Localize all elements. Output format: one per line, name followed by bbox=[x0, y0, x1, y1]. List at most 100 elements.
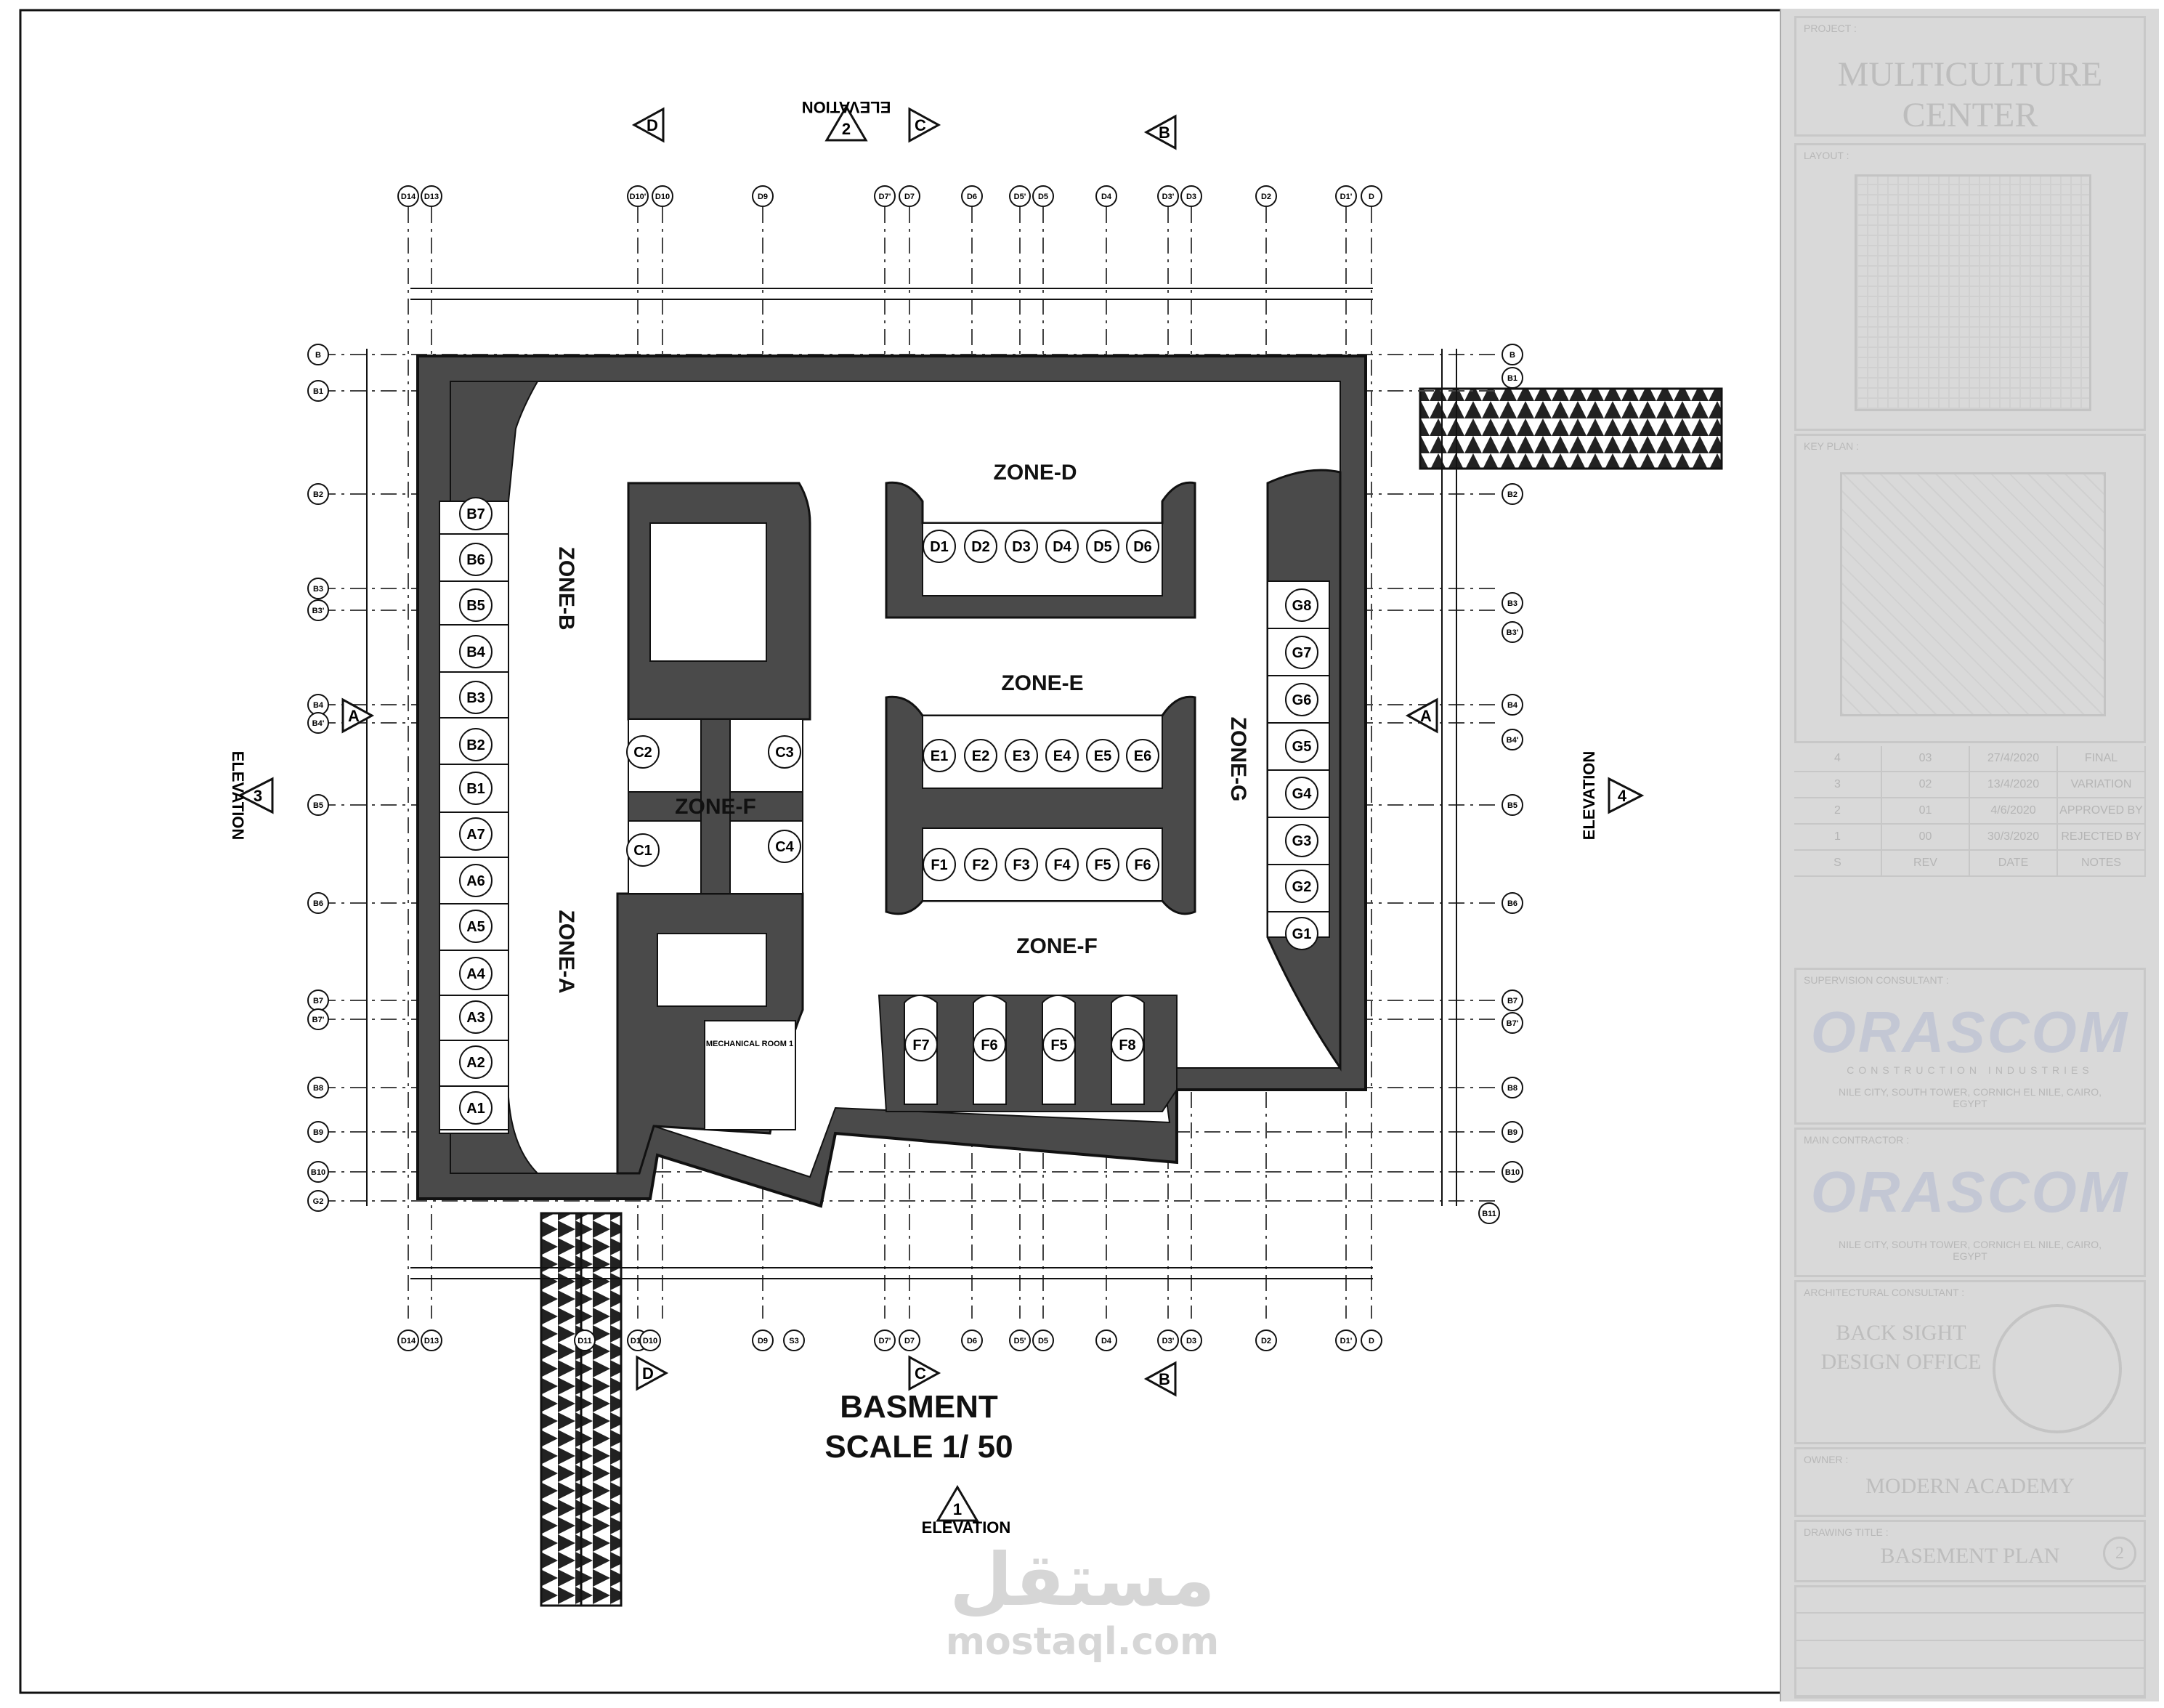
svg-text:D9: D9 bbox=[758, 193, 768, 201]
svg-text:A: A bbox=[348, 707, 360, 725]
svg-text:B4: B4 bbox=[1507, 701, 1518, 710]
parking-bay-b1: B1 bbox=[459, 772, 493, 805]
grid-bubble-left: B6 bbox=[307, 892, 329, 914]
consultant-sub: CONSTRUCTION INDUSTRIES bbox=[1847, 1064, 2094, 1076]
sheet-number: 2 bbox=[2103, 1537, 2136, 1570]
grid-bubble-left: B10 bbox=[307, 1161, 329, 1183]
svg-text:D3': D3' bbox=[1162, 193, 1175, 201]
svg-text:D3: D3 bbox=[1012, 539, 1031, 555]
revision-cell: VARIATION bbox=[2058, 772, 2146, 797]
grid-bubble-left: B bbox=[307, 344, 329, 365]
drawing-title-value: BASEMENT PLAN bbox=[1880, 1544, 2060, 1568]
revision-cell: 02 bbox=[1882, 772, 1970, 797]
grid-bubble-bottom: D9 bbox=[752, 1329, 774, 1351]
contractor-label: MAIN CONTRACTOR : bbox=[1804, 1134, 1910, 1146]
parking-bay-f3: F3 bbox=[1005, 848, 1038, 881]
svg-text:F5: F5 bbox=[1050, 1037, 1067, 1053]
grid-bubble-left: B9 bbox=[307, 1121, 329, 1143]
elevation-label-bottom: ELEVATION bbox=[922, 1518, 1011, 1537]
grid-bubble-bottom: D7' bbox=[874, 1329, 896, 1351]
svg-text:D3': D3' bbox=[1162, 1337, 1175, 1345]
mechanical-room-label: MECHANICAL ROOM 1 bbox=[706, 1040, 793, 1048]
parking-bay-b7: B7 bbox=[459, 497, 493, 530]
parking-bay-g2: G2 bbox=[1285, 870, 1318, 903]
svg-text:B: B bbox=[1159, 1370, 1170, 1388]
key-plan-label: KEY PLAN : bbox=[1804, 440, 1860, 452]
parking-bay-d6: D6 bbox=[1126, 530, 1159, 563]
svg-text:D4: D4 bbox=[1101, 1337, 1112, 1345]
svg-text:B4: B4 bbox=[313, 701, 324, 710]
svg-text:D7': D7' bbox=[879, 193, 891, 201]
svg-text:D1': D1' bbox=[1340, 193, 1353, 201]
svg-text:B6: B6 bbox=[466, 552, 485, 568]
parking-bay-b6: B6 bbox=[459, 543, 493, 576]
elevation-number-3: 3 bbox=[254, 787, 262, 805]
revision-cell: 13/4/2020 bbox=[1970, 772, 2058, 797]
parking-bay-a6: A6 bbox=[459, 864, 493, 897]
revision-cell: 30/3/2020 bbox=[1970, 825, 2058, 849]
supervision-label: SUPERVISION CONSULTANT : bbox=[1804, 974, 1949, 986]
revision-cell: 1 bbox=[1794, 825, 1882, 849]
grid-bubble-right: B7' bbox=[1502, 1012, 1523, 1034]
svg-text:B6: B6 bbox=[313, 899, 323, 908]
parking-bay-f4: F4 bbox=[1045, 848, 1079, 881]
watermark-arabic: مستقل bbox=[949, 1537, 1215, 1622]
zone-b-label: ZONE-B bbox=[554, 547, 578, 631]
grid-bubble-bottom: D bbox=[1361, 1329, 1382, 1351]
parking-bay-b5: B5 bbox=[459, 588, 493, 622]
svg-text:B9: B9 bbox=[1507, 1128, 1517, 1137]
revision-cell: APPROVED BY bbox=[2058, 798, 2146, 823]
grid-bubble-right: B2 bbox=[1502, 483, 1523, 505]
consultant-logo: ORASCOM bbox=[1810, 1000, 2130, 1064]
parking-bay-b2: B2 bbox=[459, 728, 493, 761]
grid-bubble-right: B5 bbox=[1502, 794, 1523, 816]
section-mark-c: C bbox=[908, 107, 941, 143]
elevation-label-right: ELEVATION bbox=[1580, 751, 1598, 841]
elevation-label-top: ELEVATION bbox=[802, 98, 891, 116]
svg-text:E2: E2 bbox=[972, 748, 989, 764]
parking-bay-a2: A2 bbox=[459, 1045, 493, 1079]
parking-bay-a1: A1 bbox=[459, 1091, 493, 1125]
svg-text:D5: D5 bbox=[1038, 1337, 1048, 1345]
svg-text:F5: F5 bbox=[1094, 857, 1111, 873]
grid-bubble-right: B8 bbox=[1502, 1077, 1523, 1098]
grid-bubble-bottom: D2 bbox=[1255, 1329, 1277, 1351]
parking-bay-d5: D5 bbox=[1086, 530, 1119, 563]
architect-seal bbox=[1993, 1304, 2122, 1433]
parking-bay-d2: D2 bbox=[964, 530, 997, 563]
elevation-number-4: 4 bbox=[1618, 787, 1627, 805]
svg-text:G3: G3 bbox=[1292, 833, 1312, 849]
elevation-marker-3: 3 bbox=[237, 777, 274, 814]
architect-name: BACK SIGHT DESIGN OFFICE bbox=[1820, 1321, 1982, 1374]
section-mark-b: B bbox=[1143, 114, 1177, 150]
parking-bay-b4: B4 bbox=[459, 635, 493, 668]
svg-text:D3: D3 bbox=[1186, 193, 1196, 201]
svg-text:B10: B10 bbox=[1505, 1168, 1520, 1177]
grid-bubble-right: B1 bbox=[1502, 367, 1523, 389]
svg-text:G2: G2 bbox=[313, 1197, 324, 1206]
svg-text:C4: C4 bbox=[775, 839, 794, 855]
parking-bay-a7: A7 bbox=[459, 817, 493, 851]
svg-text:F4: F4 bbox=[1053, 857, 1071, 873]
svg-text:B2: B2 bbox=[1507, 490, 1517, 499]
watermark-latin: mostaql.com bbox=[945, 1620, 1220, 1664]
section-mark-d: D bbox=[631, 107, 665, 143]
layout-box: LAYOUT : bbox=[1794, 143, 2146, 431]
svg-text:B9: B9 bbox=[313, 1128, 323, 1137]
owner-name: MODERN ACADEMY bbox=[1865, 1474, 2075, 1498]
svg-text:E5: E5 bbox=[1094, 748, 1111, 764]
svg-text:D3: D3 bbox=[1186, 1337, 1196, 1345]
parking-bay-c4: C4 bbox=[768, 830, 801, 863]
architect-label: ARCHITECTURAL CONSULTANT : bbox=[1804, 1287, 1965, 1298]
section-mark-a: A bbox=[341, 697, 375, 734]
svg-text:G1: G1 bbox=[1292, 926, 1312, 942]
grid-bubble-left: G2 bbox=[307, 1190, 329, 1212]
elevation-label-left: ELEVATION bbox=[229, 751, 247, 841]
svg-text:A7: A7 bbox=[466, 827, 485, 843]
grid-bubble-top: D2 bbox=[1255, 185, 1277, 207]
elevation-marker-2: 2 bbox=[824, 105, 868, 142]
svg-text:B: B bbox=[315, 351, 321, 360]
grid-bubble-top: D10 bbox=[652, 185, 673, 207]
